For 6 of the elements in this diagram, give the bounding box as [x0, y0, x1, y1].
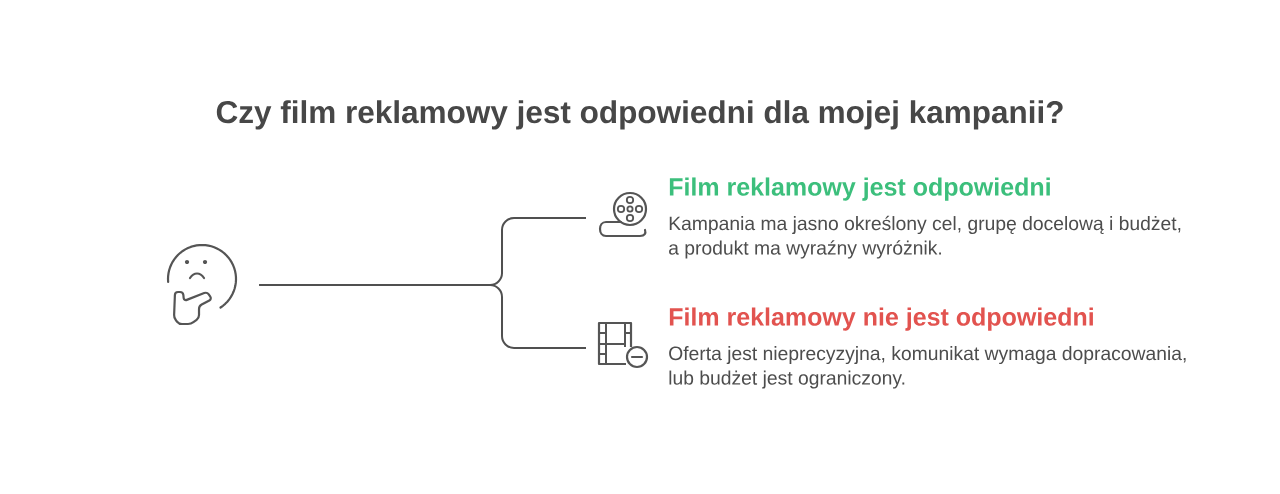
- description: Oferta jest nieprecyzyjna, komunikat wymaga dopracowania, lub budżet jest ograniczony.: [669, 346, 1186, 389]
- heading: Film reklamowy nie jest odpowiedni: [669, 307, 1093, 331]
- heading: Film reklamowy jest odpowiedni: [669, 177, 1050, 201]
- thinking-face-icon: [166, 243, 238, 326]
- title: Czy film reklamowy jest odpowiedni dla mojej kampanii?: [216, 100, 1063, 130]
- description: Kampania ma jasno określony cel, grupę docelową i budżet, a produkt ma wyraźny wyróżnik.: [669, 215, 1181, 259]
